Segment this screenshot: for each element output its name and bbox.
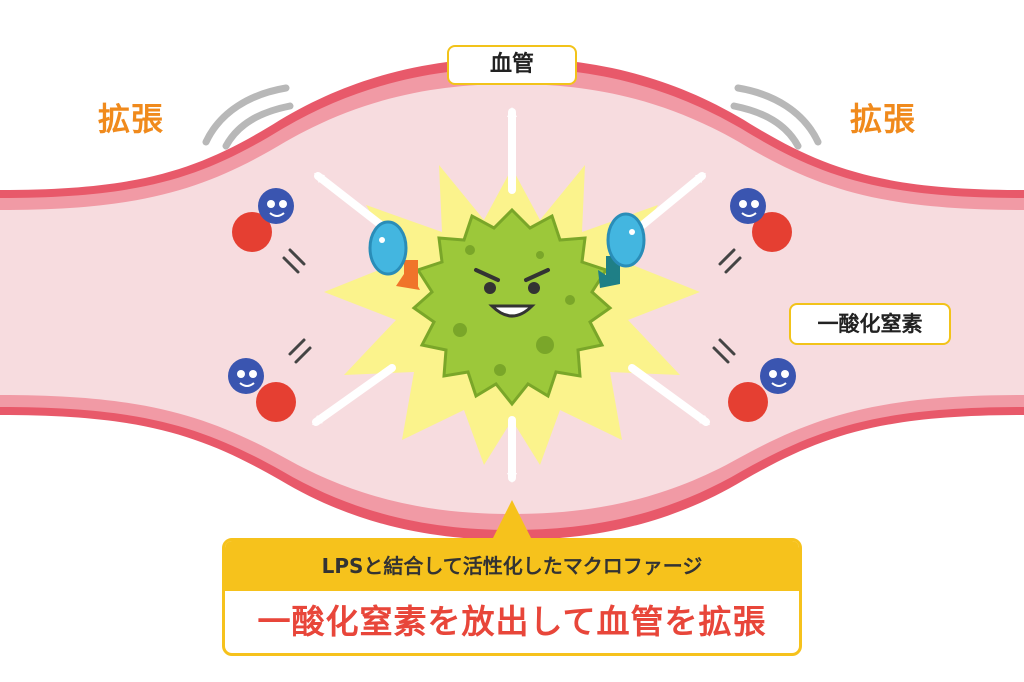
caption-heading: LPSと結合して活性化したマクロファージ — [225, 541, 799, 591]
nitric-oxide-molecule-icon — [228, 358, 296, 422]
dilation-label-right: 拡張 — [850, 100, 917, 138]
motion-lines-icon — [282, 248, 742, 364]
nitric-oxide-label: 一酸化窒素 — [789, 303, 951, 345]
blood-vessel — [0, 58, 1024, 540]
release-arrows — [311, 107, 711, 483]
arrow-icon — [628, 364, 711, 426]
nitric-oxide-molecule-icon — [728, 358, 796, 422]
caption-pointer — [492, 500, 532, 540]
arrow-icon — [314, 172, 394, 236]
macrophage-icon — [411, 207, 613, 407]
lps-receptor-icon — [368, 220, 420, 290]
arrow-icon — [311, 364, 396, 426]
dilation-label-left: 拡張 — [98, 100, 165, 138]
arrow-icon — [630, 172, 706, 236]
caption-box: LPSと結合して活性化したマクロファージ 一酸化窒素を放出して血管を拡張 — [222, 538, 802, 656]
vessel-label: 血管 — [447, 45, 577, 85]
lps-receptor-icon — [598, 212, 646, 288]
caption-main-text: 一酸化窒素を放出して血管を拡張 — [257, 602, 767, 641]
nitric-oxide-molecule-icon — [232, 188, 294, 252]
nitric-oxide-molecule-icon — [730, 188, 792, 252]
motion-lines-icon — [202, 84, 822, 150]
